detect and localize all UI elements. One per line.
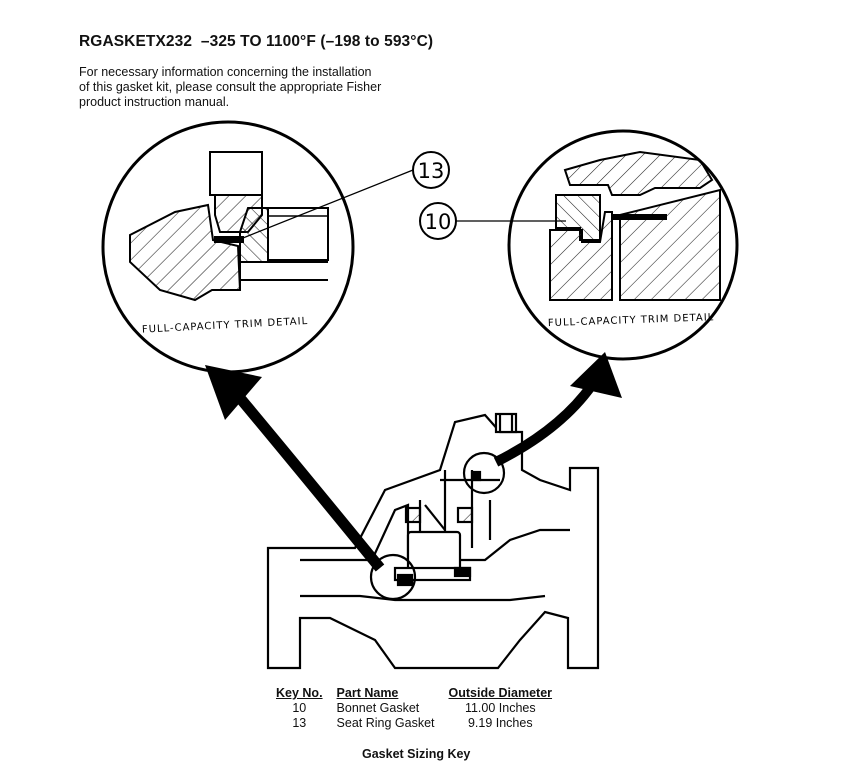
table-row: 10 Bonnet Gasket 11.00 Inches — [270, 701, 560, 716]
callout-10: 10 — [425, 210, 452, 234]
cell-outside-diameter: 9.19 Inches — [467, 716, 533, 730]
right-arrow — [493, 352, 622, 467]
left-arrow — [205, 365, 385, 572]
cell-key-no: 13 — [292, 716, 307, 730]
cell-key-no: 10 — [292, 701, 307, 715]
table-header-row: Key No. Part Name Outside Diameter — [270, 686, 560, 701]
cell-outside-diameter: 11.00 Inches — [464, 701, 536, 715]
intro-text: For necessary information concerning the… — [79, 65, 459, 110]
right-detail: 10 FULL-CAPACITY TRIM DETAIL — [419, 129, 739, 361]
table-caption: Gasket Sizing Key — [362, 747, 471, 761]
header-part-name: Part Name — [336, 686, 399, 700]
bonnet-detail-marker — [462, 451, 506, 495]
valve-body — [266, 412, 600, 670]
intro-line: For necessary information concerning the… — [79, 65, 372, 79]
cell-part-name: Seat Ring Gasket — [336, 716, 435, 730]
header-outside-diameter: Outside Diameter — [448, 686, 553, 700]
gasket-sizing-key: Key No. Part Name Outside Diameter 10 Bo… — [270, 686, 560, 731]
intro-line: product instruction manual. — [79, 95, 230, 109]
intro-line: of this gasket kit, please consult the a… — [79, 80, 382, 94]
key-table: Key No. Part Name Outside Diameter 10 Bo… — [270, 686, 560, 731]
table-row: 13 Seat Ring Gasket 9.19 Inches — [270, 716, 560, 731]
seat-ring-detail-marker — [369, 553, 417, 601]
callout-13: 13 — [418, 159, 445, 183]
left-detail: 13 FULL-CAPACITY TRIM DETAIL — [101, 120, 450, 374]
page-title: RGASKETX232 –325 TO 1100°F (–198 to 593°… — [79, 33, 434, 50]
header-key-no: Key No. — [276, 686, 323, 700]
cell-part-name: Bonnet Gasket — [336, 701, 420, 715]
